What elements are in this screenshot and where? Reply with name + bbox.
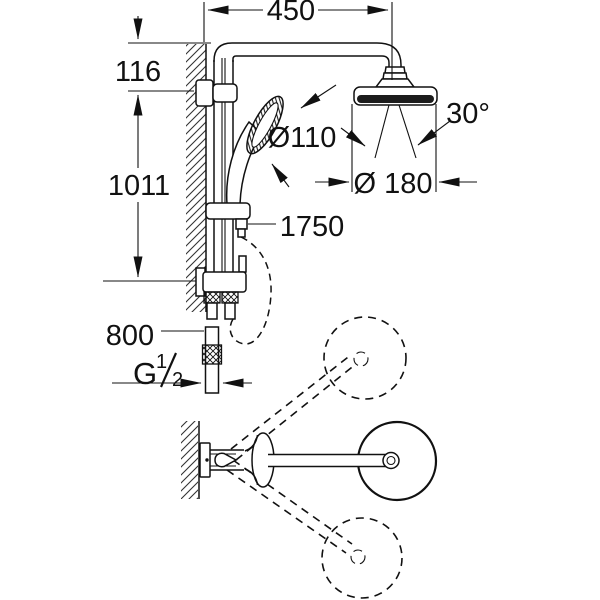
shower-hose	[229, 236, 272, 345]
union-nut-left	[203, 291, 221, 304]
spray-cone-line-left	[374, 104, 390, 159]
dimension-hand-shower-diameter: Ø110	[268, 84, 337, 188]
hand-shower	[225, 95, 284, 205]
dimension-head-shower-diameter: Ø 180	[315, 104, 477, 200]
union-nut-right	[221, 291, 239, 304]
supply-elbow	[195, 255, 247, 320]
arm-wall-mount	[199, 442, 244, 478]
spray-face	[357, 95, 434, 103]
wall-section-plan-view	[181, 421, 198, 499]
swivel-joint	[214, 452, 238, 468]
head-shower-position-up	[323, 316, 407, 400]
dim-label-180: Ø 180	[354, 168, 433, 200]
dim-label-1750: 1750	[280, 211, 345, 243]
dimension-thread: G 1 2	[112, 351, 252, 391]
dim-label-800: 800	[106, 320, 154, 352]
dim-label-450: 450	[267, 0, 315, 27]
fraction-slash	[159, 352, 178, 388]
dim-label-110: Ø110	[268, 122, 337, 154]
dim-label-thread-g: G	[133, 356, 157, 391]
dimension-hose-length: 1750	[248, 211, 344, 243]
supply-pipe	[201, 326, 223, 394]
plan-view	[181, 316, 438, 599]
spray-cone-line-right	[398, 104, 417, 159]
arm-escutcheon	[244, 432, 275, 488]
hand-shower-slider	[205, 202, 251, 238]
rail-wall-bracket-top	[195, 79, 238, 107]
head-shower	[353, 66, 438, 159]
dim-label-thread-denominator: 2	[172, 369, 183, 391]
pivot-point	[205, 458, 209, 462]
dimension-450: 450	[203, 0, 393, 80]
dimension-1011: 1011	[103, 94, 196, 282]
head-shower-plan	[268, 420, 438, 502]
dimension-800: 800	[106, 320, 204, 352]
dim-label-1011: 1011	[108, 170, 170, 202]
dim-label-thread-numerator: 1	[156, 351, 167, 373]
swivel-position-down	[226, 459, 403, 599]
dim-label-116: 116	[115, 56, 161, 88]
thread-fitting	[201, 344, 223, 365]
swivel-position-up	[230, 316, 407, 461]
dimension-116: 116	[115, 16, 211, 92]
head-shower-position-down	[321, 517, 403, 599]
dimension-spray-angle: 30°	[340, 98, 490, 147]
shower-arm	[213, 42, 402, 67]
dim-label-30deg: 30°	[446, 98, 490, 130]
